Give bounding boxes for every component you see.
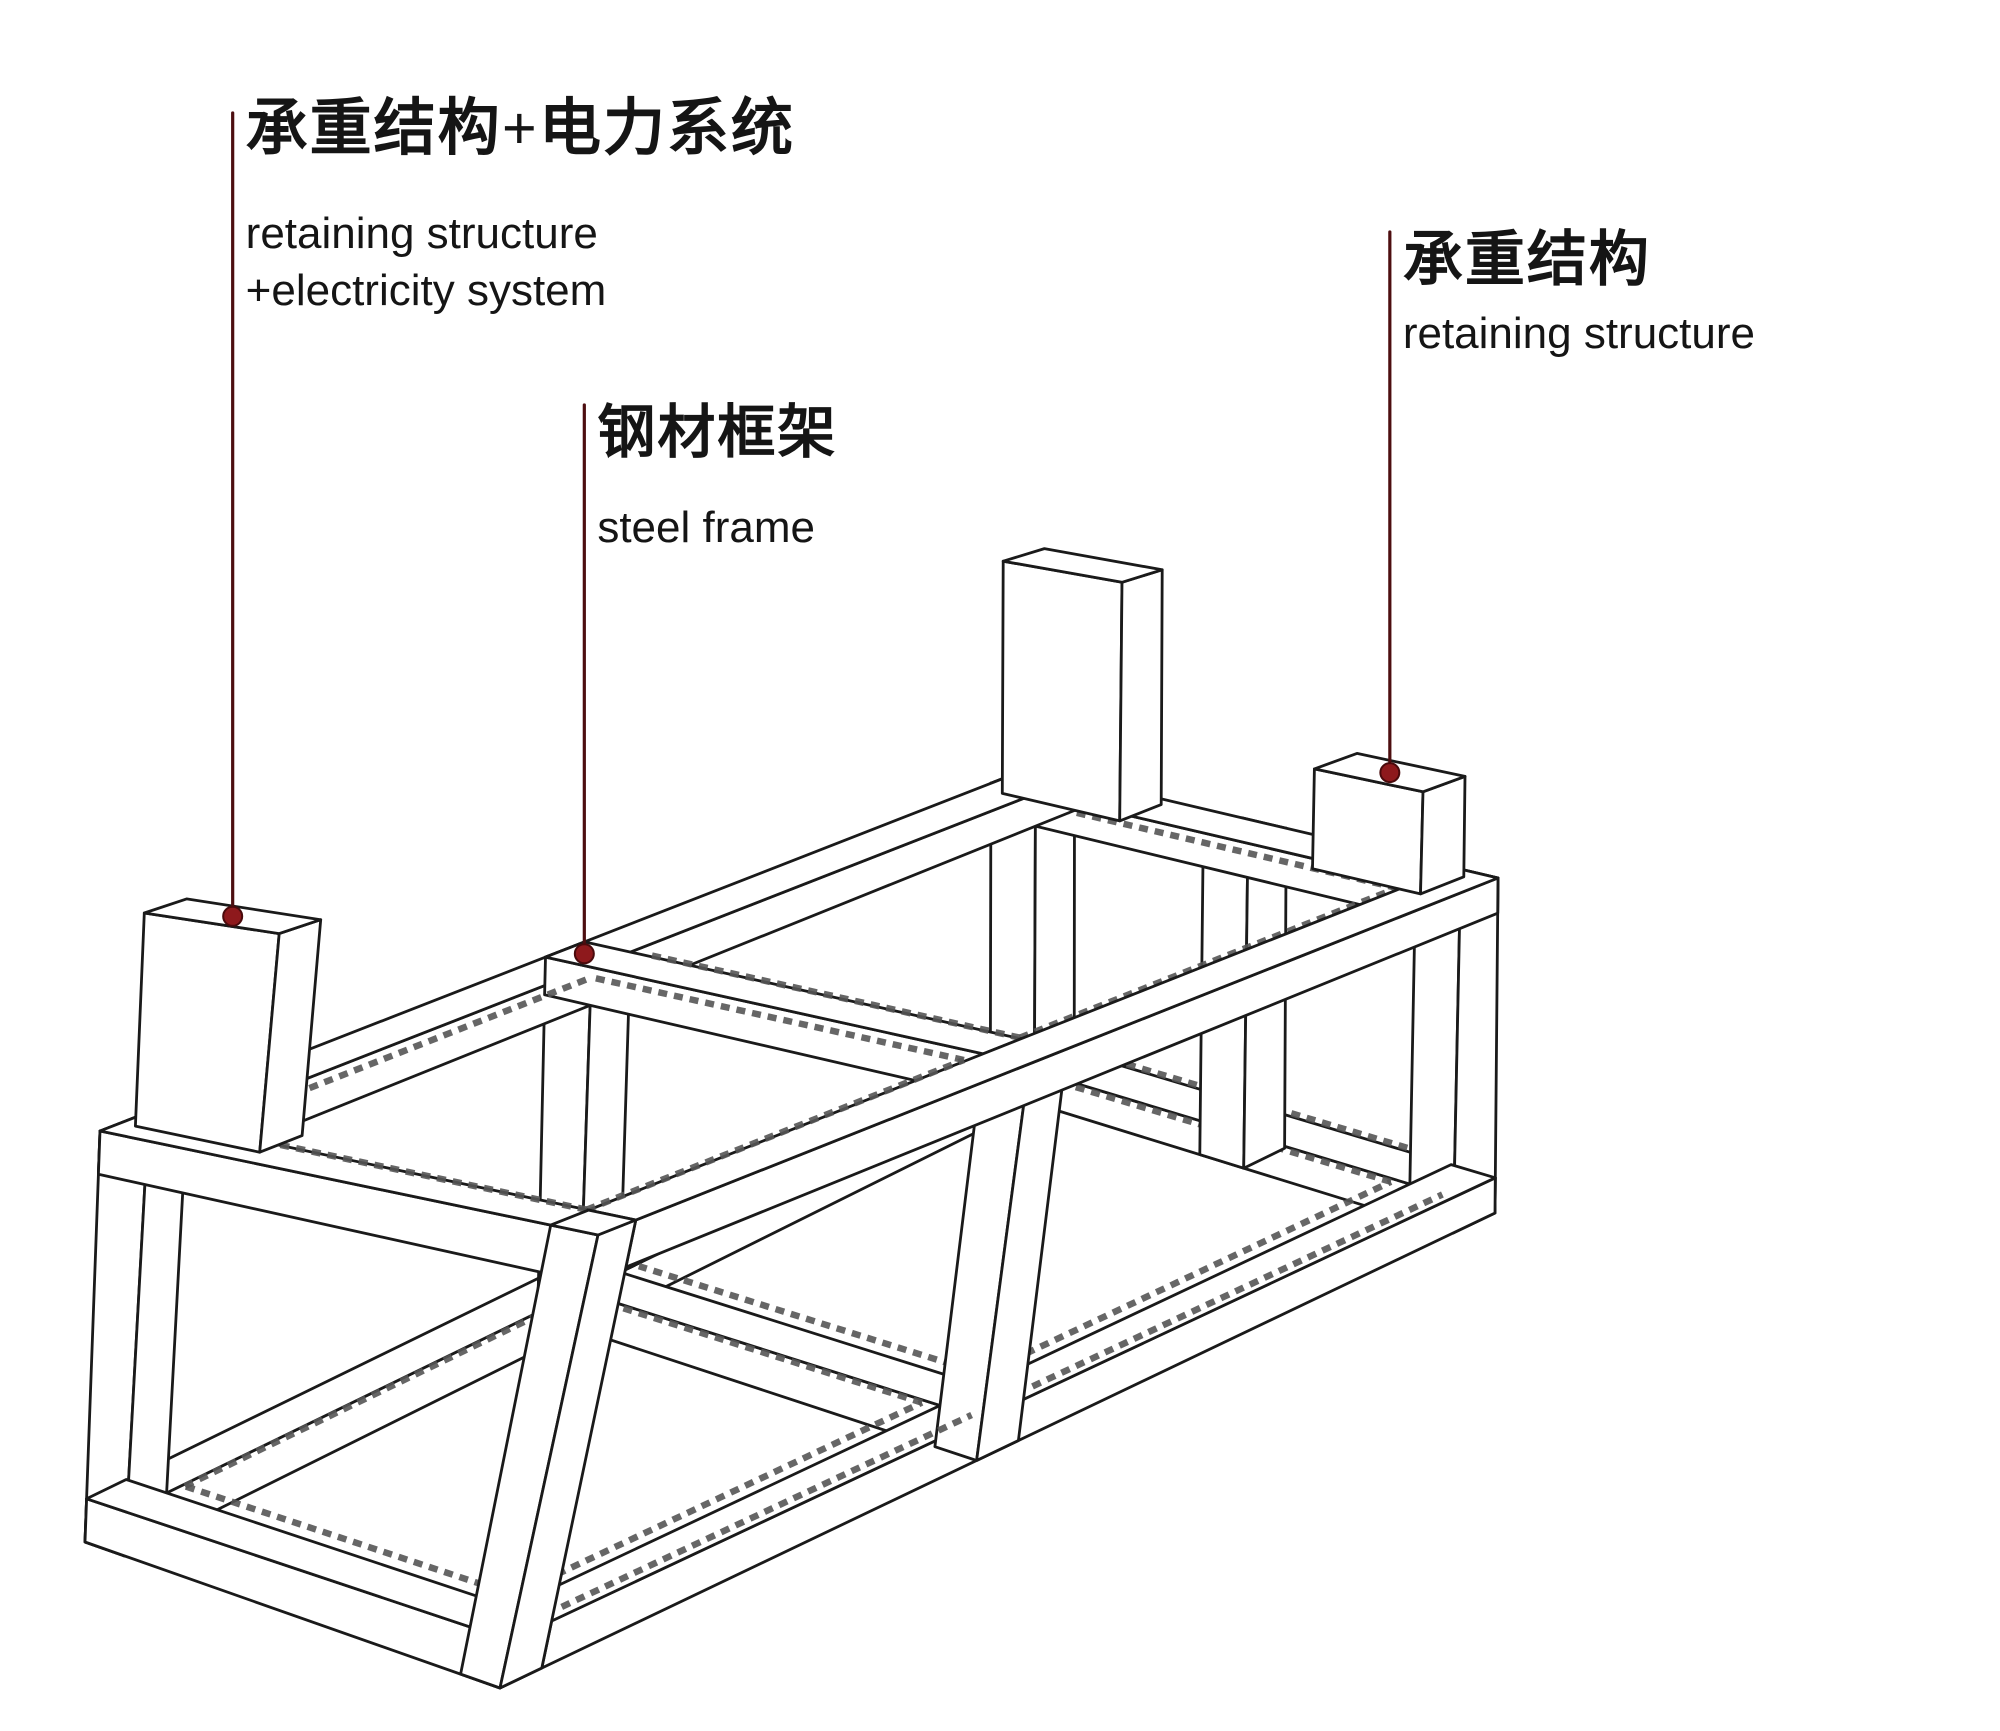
annotation-zh-text: 承重结构+电力系统 [245, 95, 796, 163]
hatch-shading-line [1018, 884, 1399, 1041]
hatch-shading-line [512, 1399, 924, 1598]
annotation-en-text: steel frame [597, 502, 815, 552]
frame-member-column-sw [549, 1208, 638, 1237]
marker-dot [573, 943, 595, 965]
annotation-en-text: retaining structure [245, 208, 598, 258]
annotation-retaining-structure-electricity: 承重结构+电力系统 retaining structure +electrici… [246, 96, 795, 319]
hatch-shading-line [1033, 1071, 1392, 1185]
annotation-retaining-structure: 承重结构 retaining structure [1403, 228, 1755, 362]
annotation-zh-text: 承重结构 [1402, 227, 1651, 293]
annotation-en-text: +electricity system [245, 266, 607, 316]
marker-dot [1379, 762, 1401, 784]
hatch-shading-line [637, 1263, 984, 1378]
annotation-steel-frame: 钢材框架 steel frame [597, 400, 838, 556]
marker-dot [222, 905, 244, 927]
hatch-shading-line [981, 1178, 1393, 1377]
hatch-shading-line [1031, 1191, 1444, 1390]
hatch-shading-line [1034, 800, 1398, 892]
hatch-shading-line [579, 1291, 923, 1406]
hatch-shading-line [585, 1056, 966, 1213]
annotation-zh-text: 钢材框架 [597, 400, 838, 465]
frame-member-post-tall-east [1000, 559, 1124, 823]
annotation-en-text: retaining structure [1402, 308, 1755, 358]
hatch-shading-line [183, 1483, 515, 1598]
hatch-shading-line [560, 1412, 973, 1610]
frame-member-post-east-front [1419, 775, 1467, 896]
frame-member-post-west [134, 911, 281, 1154]
hatch-shading-line [1289, 1109, 1439, 1161]
frame-member-post-tall-east [1118, 568, 1164, 823]
frame-member-post-tall-east [1001, 547, 1164, 584]
